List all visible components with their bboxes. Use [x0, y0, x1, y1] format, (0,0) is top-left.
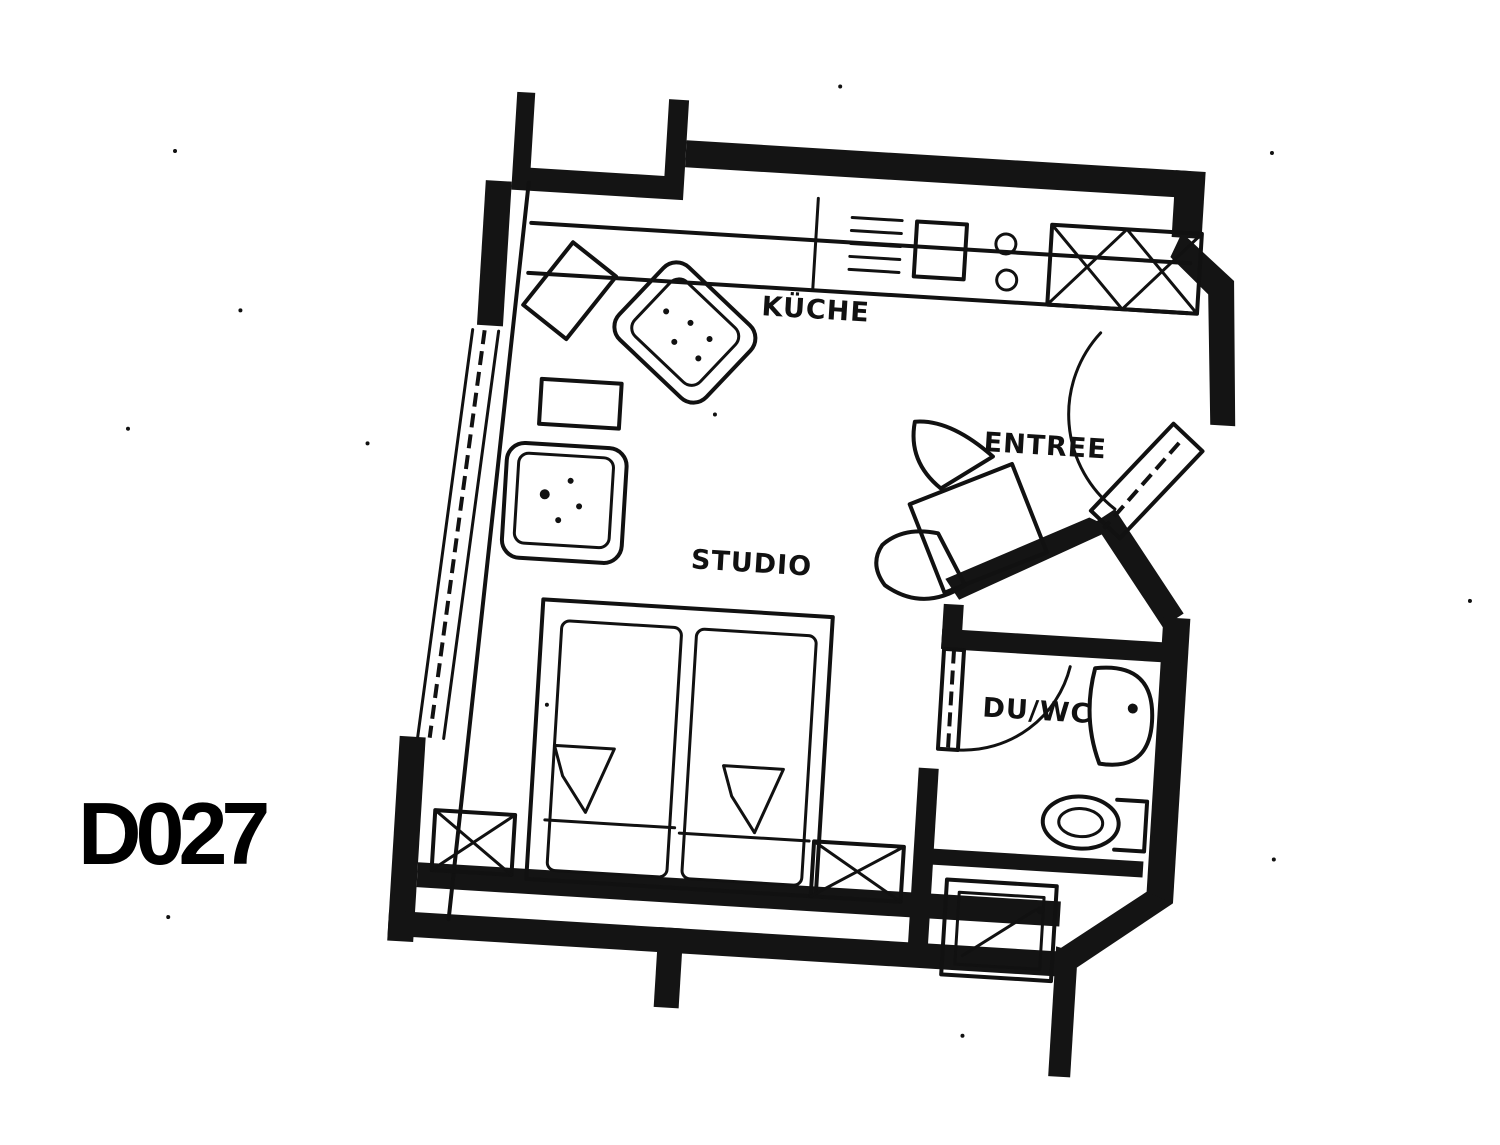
sink-icon [847, 216, 970, 282]
washbasin-icon [1087, 665, 1155, 767]
exterior-walls [387, 91, 1236, 1078]
nightstand-icon [808, 839, 906, 904]
bathroom-door-icon [935, 646, 1072, 752]
left-windows [416, 180, 531, 922]
armchair-icon [499, 440, 629, 565]
shower-tray-icon [939, 877, 1059, 984]
double-bed-icon [524, 597, 835, 899]
nightstand-icon [429, 808, 518, 877]
wardrobe-icon [1045, 222, 1204, 316]
unit-id-label: D027 [78, 784, 270, 883]
small-table-icon [521, 240, 619, 342]
coffee-table-icon [537, 376, 624, 431]
room-label-entrance: ENTREE [983, 427, 1108, 465]
toilet-icon [1040, 794, 1150, 854]
room-label-studio: STUDIO [690, 544, 813, 582]
kitchen-counter [526, 196, 1193, 316]
room-label-kitchen: KÜCHE [761, 289, 871, 329]
stove-icon [994, 232, 1019, 292]
table-with-chairs-icon [874, 419, 1049, 601]
scan-speckles [125, 84, 1472, 1038]
armchair-icon [612, 260, 758, 405]
entrance-door-icon [1067, 331, 1205, 541]
room-label-bathroom: DU/WC [982, 692, 1092, 730]
